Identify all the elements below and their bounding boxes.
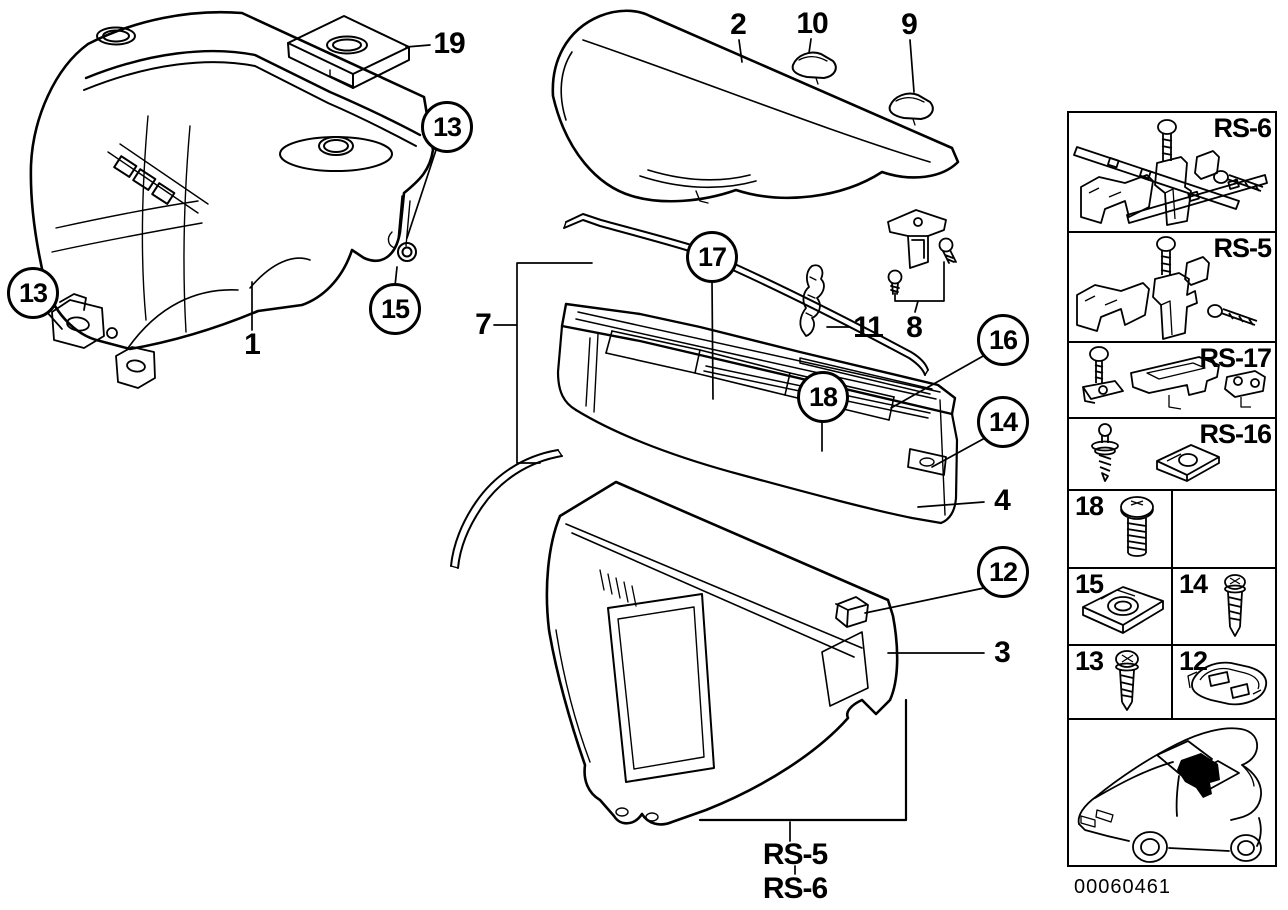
- callout-3[interactable]: 3: [994, 636, 1011, 669]
- screw-bracket-kit-icon: [1082, 346, 1266, 410]
- callout-15[interactable]: 15: [369, 283, 421, 335]
- sidebar-cell-empty: [1173, 491, 1275, 567]
- callout-17[interactable]: 17: [686, 231, 738, 283]
- callout-11[interactable]: 11: [853, 311, 884, 344]
- sidebar-cell-label: RS-16: [1199, 419, 1272, 449]
- callout-8[interactable]: 8: [906, 311, 923, 344]
- sidebar-cell-13: 13: [1069, 646, 1171, 718]
- part-9-cap: [888, 92, 934, 126]
- callout-14[interactable]: 14: [977, 396, 1029, 448]
- rivet-speednut-kit-icon: [1091, 423, 1220, 482]
- sidebar-cell-car-location: [1069, 720, 1275, 865]
- callout-12[interactable]: 12: [977, 546, 1029, 598]
- end-cap-icon: [1187, 661, 1268, 706]
- callout-2[interactable]: 2: [730, 8, 747, 41]
- sidebar-cell-18: 18: [1069, 491, 1171, 567]
- part-7-gasket: [450, 213, 929, 569]
- callout-19[interactable]: 19: [433, 27, 465, 60]
- speed-nut-icon: [1082, 586, 1164, 634]
- part-1-console-rear-cover: [29, 10, 435, 351]
- sidebar-cell-12: 12: [1173, 646, 1275, 718]
- sidebar-cell-label: 18: [1075, 491, 1104, 521]
- tapping-screw-icon: [1115, 650, 1139, 711]
- callout-10[interactable]: 10: [796, 7, 828, 40]
- sidebar-cell-rs-6[interactable]: RS-6: [1069, 113, 1275, 231]
- part-1-mounting-feet: [51, 293, 156, 389]
- callout-rs-6[interactable]: RS-6: [762, 872, 828, 905]
- part-10-cap: [791, 51, 837, 85]
- sidebar-cell-label: RS-17: [1199, 343, 1272, 373]
- callout-4[interactable]: 4: [994, 484, 1011, 517]
- part-3-console-body: [545, 480, 899, 826]
- callout-rs-5[interactable]: RS-5: [762, 838, 828, 871]
- sidebar-cell-rs-5[interactable]: RS-5: [1069, 233, 1275, 341]
- callout-13-upper[interactable]: 13: [421, 101, 473, 153]
- sidebar-cell-label: 14: [1179, 569, 1208, 599]
- tapping-screw-icon: [1224, 574, 1246, 637]
- sidebar-cell-rs-17[interactable]: RS-17: [1069, 343, 1275, 417]
- car-location-icon: [1077, 727, 1262, 863]
- bracket-kit-icon: [1076, 236, 1258, 340]
- callout-13-left[interactable]: 13: [7, 267, 59, 319]
- thumbnail-panel: RS-6: [1067, 111, 1277, 867]
- part-8-bracket-screws: [887, 209, 957, 295]
- figure-id: 00060461: [1074, 876, 1171, 898]
- sidebar-cell-15: 15: [1069, 569, 1171, 644]
- machine-screw-icon: [1120, 496, 1154, 557]
- part-17-storage-tray: [556, 302, 959, 525]
- callout-18[interactable]: 18: [797, 371, 849, 423]
- callout-16[interactable]: 16: [977, 314, 1029, 366]
- callout-9[interactable]: 9: [901, 8, 918, 41]
- sidebar-cell-rs-16[interactable]: RS-16: [1069, 419, 1275, 489]
- leader-lines: [45, 38, 986, 875]
- sidebar-cell-14: 14: [1173, 569, 1275, 644]
- part-11-clip: [799, 264, 825, 337]
- sidebar-cell-label: 12: [1179, 646, 1208, 676]
- sidebar-cell-label: RS-5: [1213, 233, 1272, 263]
- part-2-armrest-lid: [551, 9, 960, 204]
- part-19-cover: [287, 15, 410, 89]
- sidebar-cell-label: 15: [1075, 569, 1104, 599]
- callout-1[interactable]: 1: [244, 328, 261, 361]
- sidebar-cell-label: 13: [1075, 646, 1104, 676]
- sidebar-cell-label: RS-6: [1213, 113, 1272, 143]
- callout-7[interactable]: 7: [475, 308, 492, 341]
- rail-bracket-kit-icon: [1073, 119, 1268, 226]
